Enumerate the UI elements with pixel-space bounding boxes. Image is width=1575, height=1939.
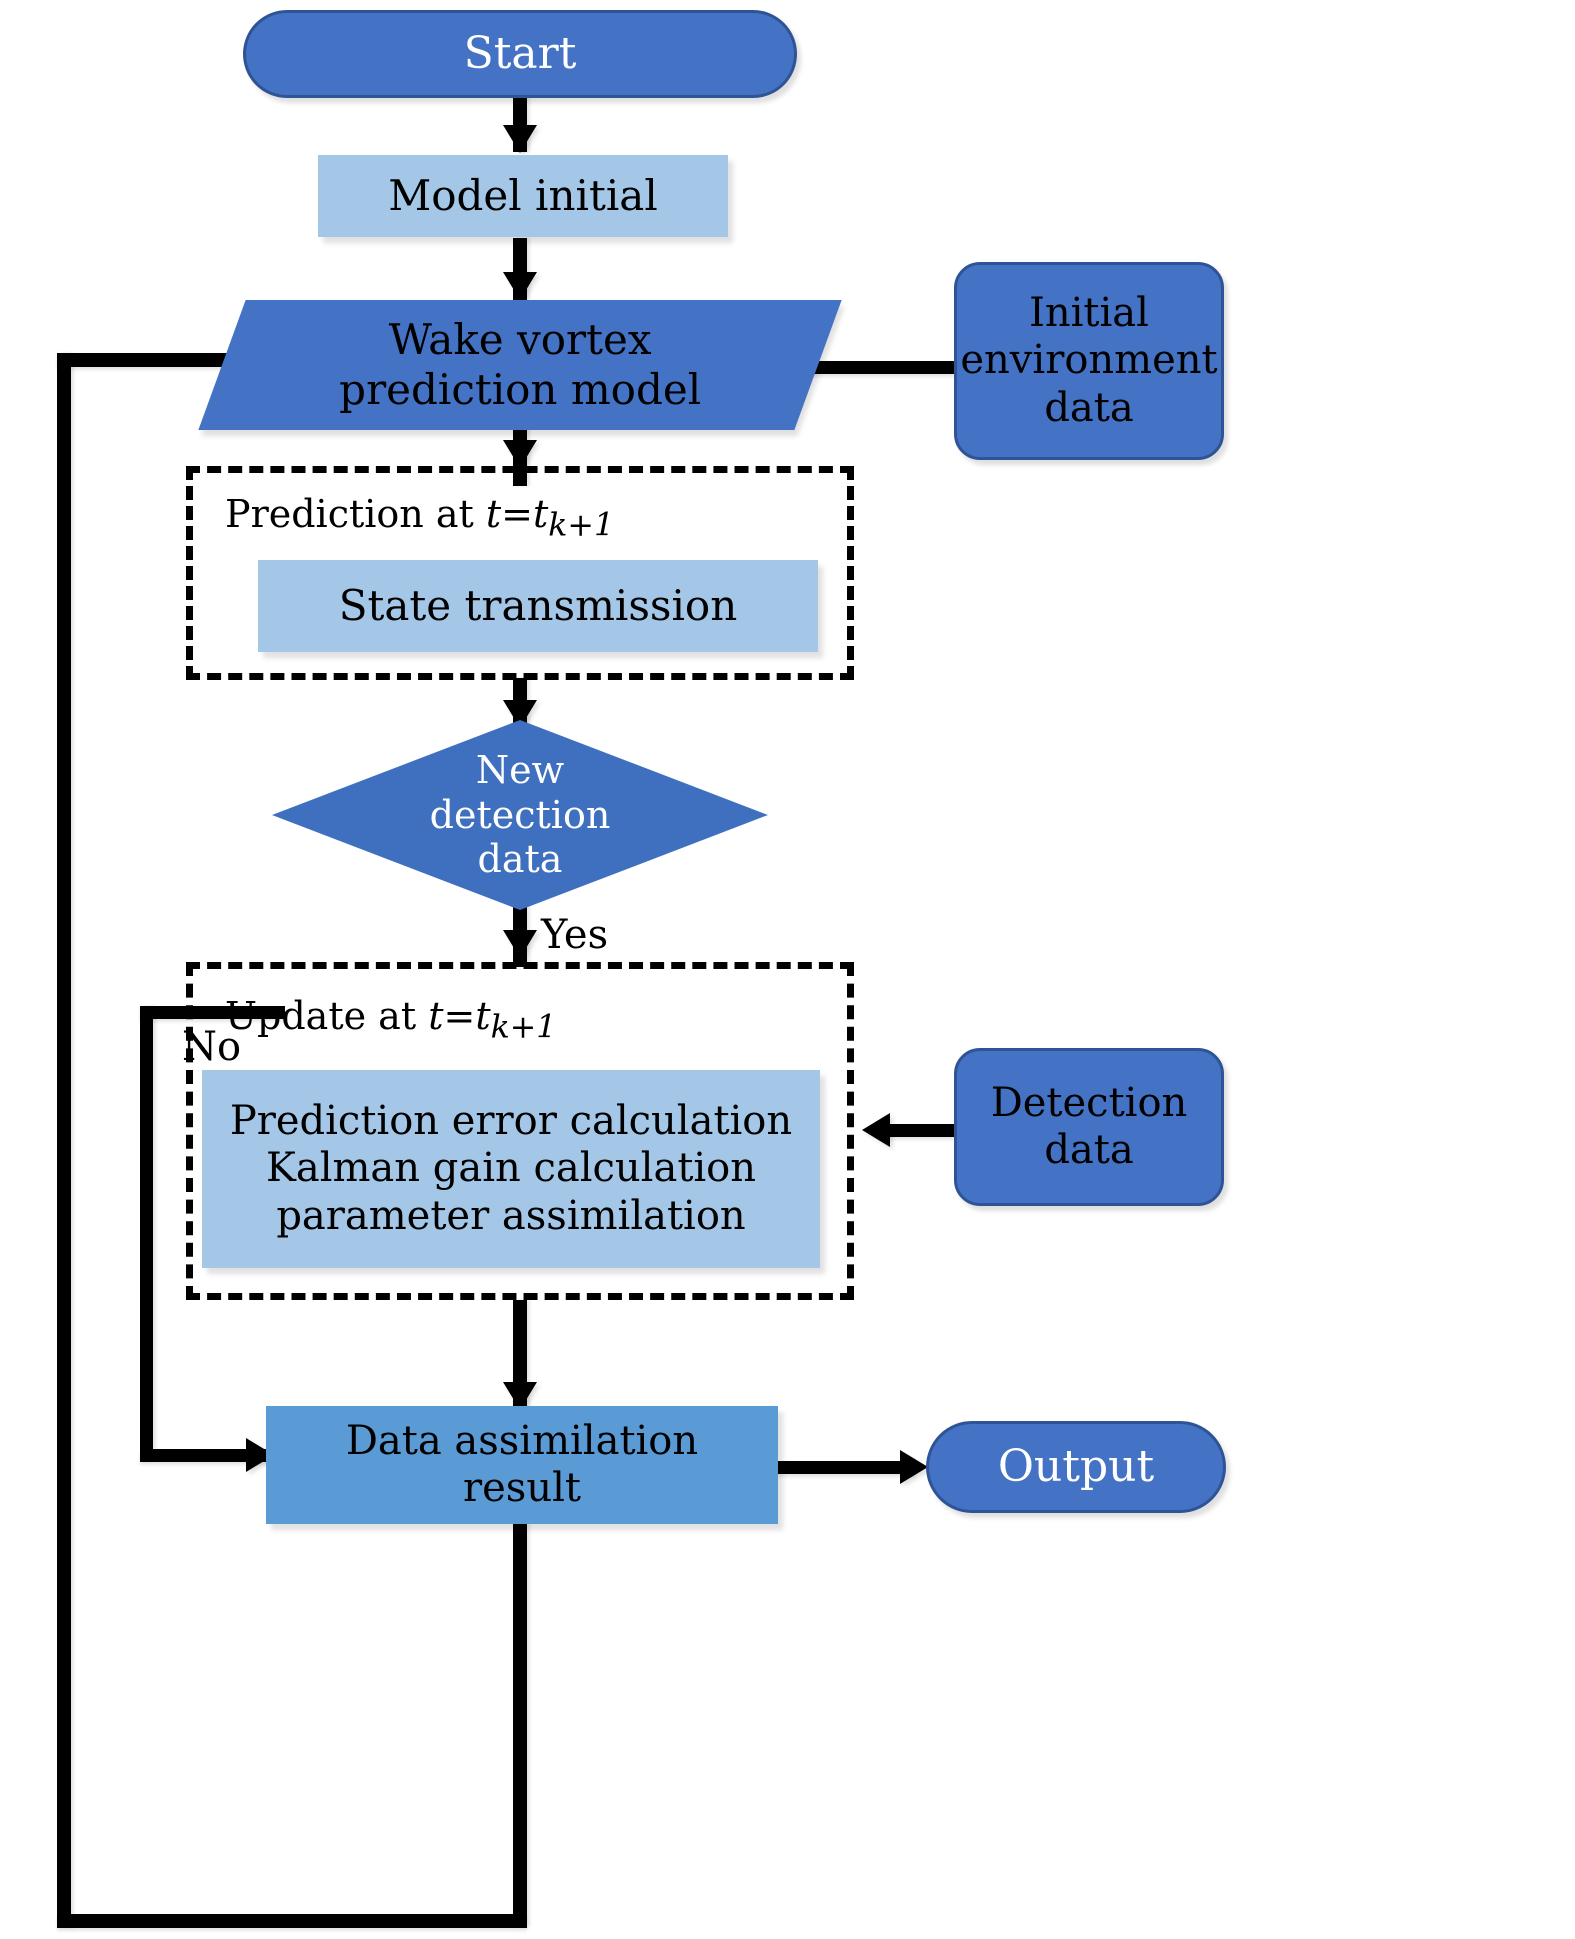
node-wake-vortex-prediction-model[interactable]: Wake vortex prediction model	[198, 300, 842, 430]
node-data-assimilation-result[interactable]: Data assimilation result	[266, 1406, 778, 1524]
node-initial-environment-data-line3: data	[1044, 384, 1134, 431]
update-group-title-eq: =	[443, 994, 476, 1038]
connector-feedback-down-from-result	[513, 1523, 527, 1927]
node-wake-vortex-label: Wake vortex prediction model	[222, 315, 818, 414]
update-group-title-var: t	[428, 994, 444, 1038]
prediction-group-title-var: t	[485, 492, 502, 536]
connector-feedback-top-into-wake-vortex	[57, 353, 257, 367]
prediction-group-title-var2: t	[532, 492, 549, 536]
update-group-title-var2: t	[475, 994, 491, 1038]
node-update-calculations-line2: Kalman gain calculation	[265, 1145, 757, 1192]
arrowhead-detection-data-to-update	[862, 1113, 890, 1147]
connector-initial-env-to-wake-vortex	[790, 361, 958, 374]
arrowhead-wake-vortex-to-prediction	[503, 440, 537, 468]
node-output[interactable]: Output	[926, 1421, 1226, 1513]
node-state-transmission-label: State transmission	[338, 581, 738, 631]
node-state-transmission[interactable]: State transmission	[258, 560, 818, 652]
node-model-initial-label: Model initial	[388, 171, 658, 221]
node-detection-data-line1: Detection	[990, 1079, 1188, 1126]
node-data-assimilation-result-label: Data assimilation result	[266, 1418, 778, 1512]
node-detection-data-label: Detection data	[957, 1080, 1221, 1174]
node-wake-vortex-label-line2: prediction model	[339, 365, 701, 414]
node-update-calculations-line1: Prediction error calculation	[229, 1098, 793, 1145]
node-initial-environment-data-label: Initial environment data	[957, 290, 1221, 432]
update-group-title-text: Update at	[225, 994, 429, 1038]
node-decision-label-line1: New	[475, 747, 565, 792]
node-model-initial[interactable]: Model initial	[318, 155, 728, 237]
node-update-calculations[interactable]: Prediction error calculation Kalman gain…	[202, 1070, 820, 1268]
node-decision-label: New detection data	[272, 720, 768, 910]
connector-no-branch-vertical	[140, 1006, 153, 1461]
arrowhead-update-to-result	[503, 1382, 537, 1410]
node-initial-environment-data[interactable]: Initial environment data	[954, 262, 1224, 460]
node-output-label: Output	[997, 1441, 1155, 1493]
node-start-label: Start	[463, 28, 577, 80]
node-detection-data[interactable]: Detection data	[954, 1048, 1224, 1206]
prediction-group-title-text: Prediction at	[225, 492, 486, 536]
node-initial-environment-data-line2: environment	[960, 337, 1218, 384]
update-group-title-sub: k+1	[490, 1009, 557, 1046]
prediction-group-title: Prediction at t=tk+1	[225, 492, 614, 544]
connector-feedback-bottom	[57, 1914, 527, 1928]
connector-detection-data-to-update	[880, 1124, 962, 1137]
node-update-calculations-label: Prediction error calculation Kalman gain…	[202, 1098, 820, 1240]
node-detection-data-line2: data	[1044, 1127, 1134, 1173]
node-update-calculations-line3: parameter assimilation	[276, 1192, 746, 1239]
node-data-assimilation-result-line1: Data assimilation	[345, 1417, 699, 1464]
prediction-group-title-eq: =	[501, 492, 533, 536]
arrowhead-decision-to-update	[503, 930, 537, 958]
node-decision-label-line2: detection	[429, 792, 611, 837]
node-wake-vortex-label-line1: Wake vortex	[388, 315, 652, 365]
node-decision-new-detection-data[interactable]: New detection data	[272, 720, 768, 910]
connector-no-branch-horizontal-bottom	[140, 1449, 272, 1462]
connector-feedback-left-vertical	[57, 353, 71, 1928]
node-initial-environment-data-line1: Initial	[1029, 290, 1149, 337]
arrowhead-start-to-model-initial	[503, 125, 537, 153]
arrowhead-result-to-output	[900, 1450, 928, 1484]
prediction-group-title-sub: k+1	[548, 507, 615, 544]
node-decision-label-line3: data	[477, 837, 563, 882]
edge-label-yes: Yes	[541, 912, 609, 958]
node-start[interactable]: Start	[243, 10, 797, 98]
edge-label-no: No	[182, 1024, 242, 1070]
connector-no-branch-horizontal-top	[140, 1006, 285, 1019]
arrowhead-model-initial-to-wake-vortex	[503, 272, 537, 300]
update-group-title: Update at t=tk+1	[225, 994, 556, 1046]
connector-result-to-output	[778, 1461, 916, 1474]
node-data-assimilation-result-line2: result	[463, 1465, 581, 1511]
